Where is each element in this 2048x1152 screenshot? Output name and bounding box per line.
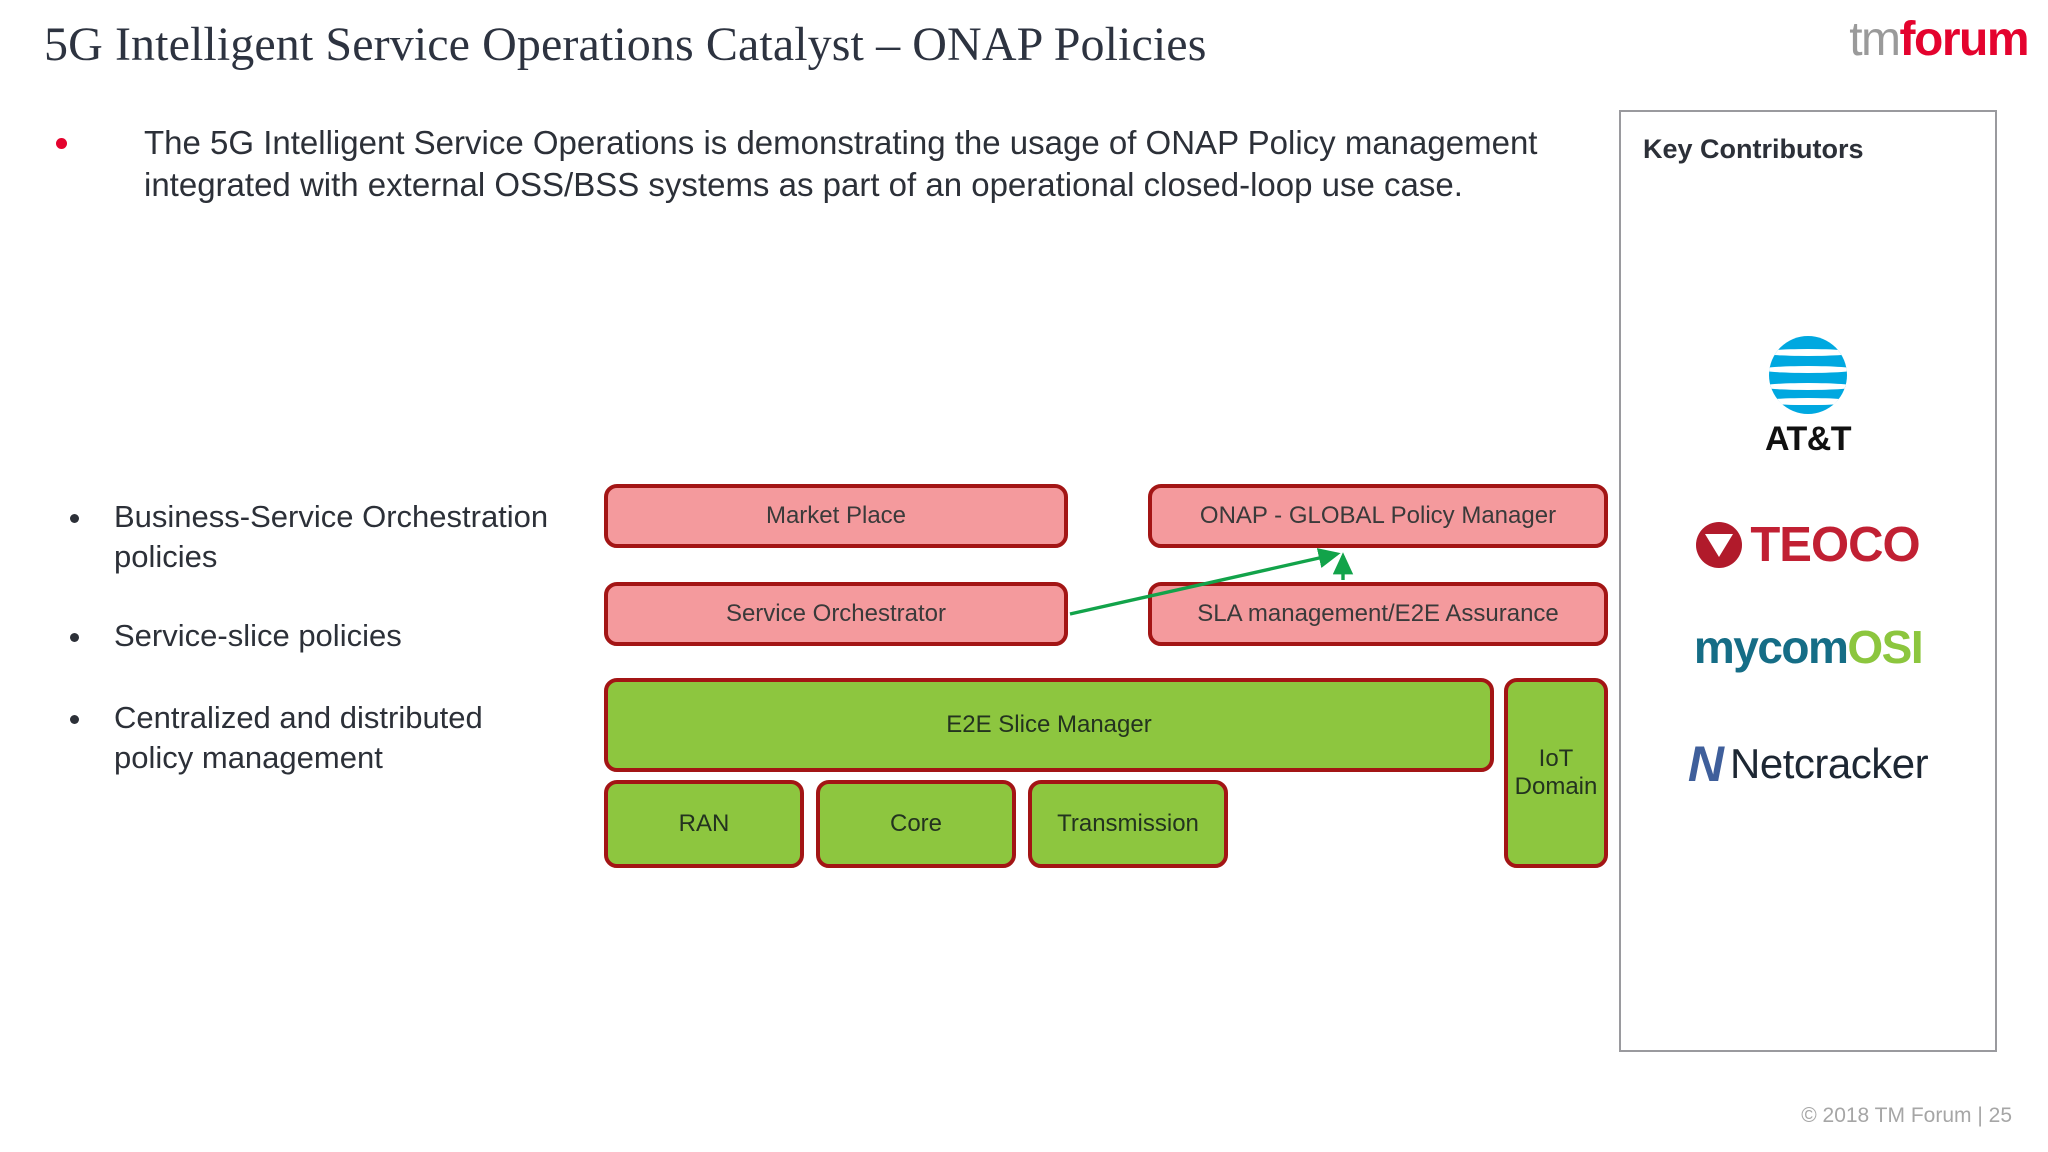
list-item-label: Business-Service Orchestration policies (114, 499, 549, 574)
mycomosi-lockup: mycomOSI (1693, 620, 1924, 674)
netcracker-lockup: Ν Netcracker (1687, 735, 1929, 793)
page-title: 5G Intelligent Service Operations Cataly… (44, 18, 1207, 71)
intro-bullet: The 5G Intelligent Service Operations is… (56, 122, 1546, 206)
bullet-dot-icon (56, 138, 67, 149)
list-item: Centralized and distributed policy manag… (56, 698, 556, 777)
diagram-node-transmission: Transmission (1028, 780, 1228, 868)
logo-mycomosi: mycomOSI (1621, 612, 1995, 682)
list-item: Business-Service Orchestration policies (56, 497, 556, 576)
intro-text: The 5G Intelligent Service Operations is… (144, 124, 1538, 204)
diagram-node-core: Core (816, 780, 1016, 868)
key-contributors-title: Key Contributors (1643, 134, 1864, 164)
teoco-wordmark: TEOCO (1750, 518, 1920, 572)
tmforum-logo-forum: forum (1899, 13, 2030, 66)
list-item: Service-slice policies (56, 616, 556, 658)
bullet-dot-icon (70, 514, 79, 523)
mycom-wordmark: mycom (1693, 621, 1849, 673)
list-item-label: Service-slice policies (114, 618, 402, 654)
architecture-diagram: Market Place ONAP - GLOBAL Policy Manage… (600, 480, 1608, 920)
bullet-dot-icon (70, 715, 79, 725)
teoco-lockup: TEOCO (1696, 517, 1921, 573)
key-contributors-panel: Key Contributors AT&T TEOCO mycomOSI Ν N… (1619, 110, 1997, 1052)
netcracker-wordmark: Netcracker (1730, 740, 1929, 787)
logo-att: AT&T (1621, 327, 1995, 467)
diagram-node-onap-policy-manager: ONAP - GLOBAL Policy Manager (1148, 484, 1608, 548)
diagram-node-iot-domain: IoT Domain (1504, 678, 1608, 868)
diagram-node-market-place: Market Place (604, 484, 1068, 548)
netcracker-mark-icon: Ν (1687, 736, 1724, 792)
tmforum-logo: tmforum (1849, 13, 2030, 66)
att-wordmark: AT&T (1764, 419, 1852, 458)
teoco-triangle-icon (1696, 522, 1743, 568)
slide-footer: © 2018 TM Forum | 25 (1801, 1104, 2012, 1127)
att-globe-icon (1769, 335, 1847, 414)
diagram-node-ran: RAN (604, 780, 804, 868)
bullet-dot-icon (70, 633, 79, 643)
logo-netcracker: Ν Netcracker (1621, 724, 1995, 804)
diagram-node-service-orchestrator: Service Orchestrator (604, 582, 1068, 646)
list-item-label: Centralized and distributed policy manag… (114, 700, 483, 776)
diagram-node-sla-management: SLA management/E2E Assurance (1148, 582, 1608, 646)
policy-bullet-list: Business-Service Orchestration policies … (56, 497, 556, 818)
logo-teoco: TEOCO (1621, 510, 1995, 580)
tmforum-logo-tm: tm (1849, 13, 1901, 66)
diagram-node-e2e-slice-manager: E2E Slice Manager (604, 678, 1494, 772)
osi-wordmark: OSI (1847, 621, 1923, 673)
